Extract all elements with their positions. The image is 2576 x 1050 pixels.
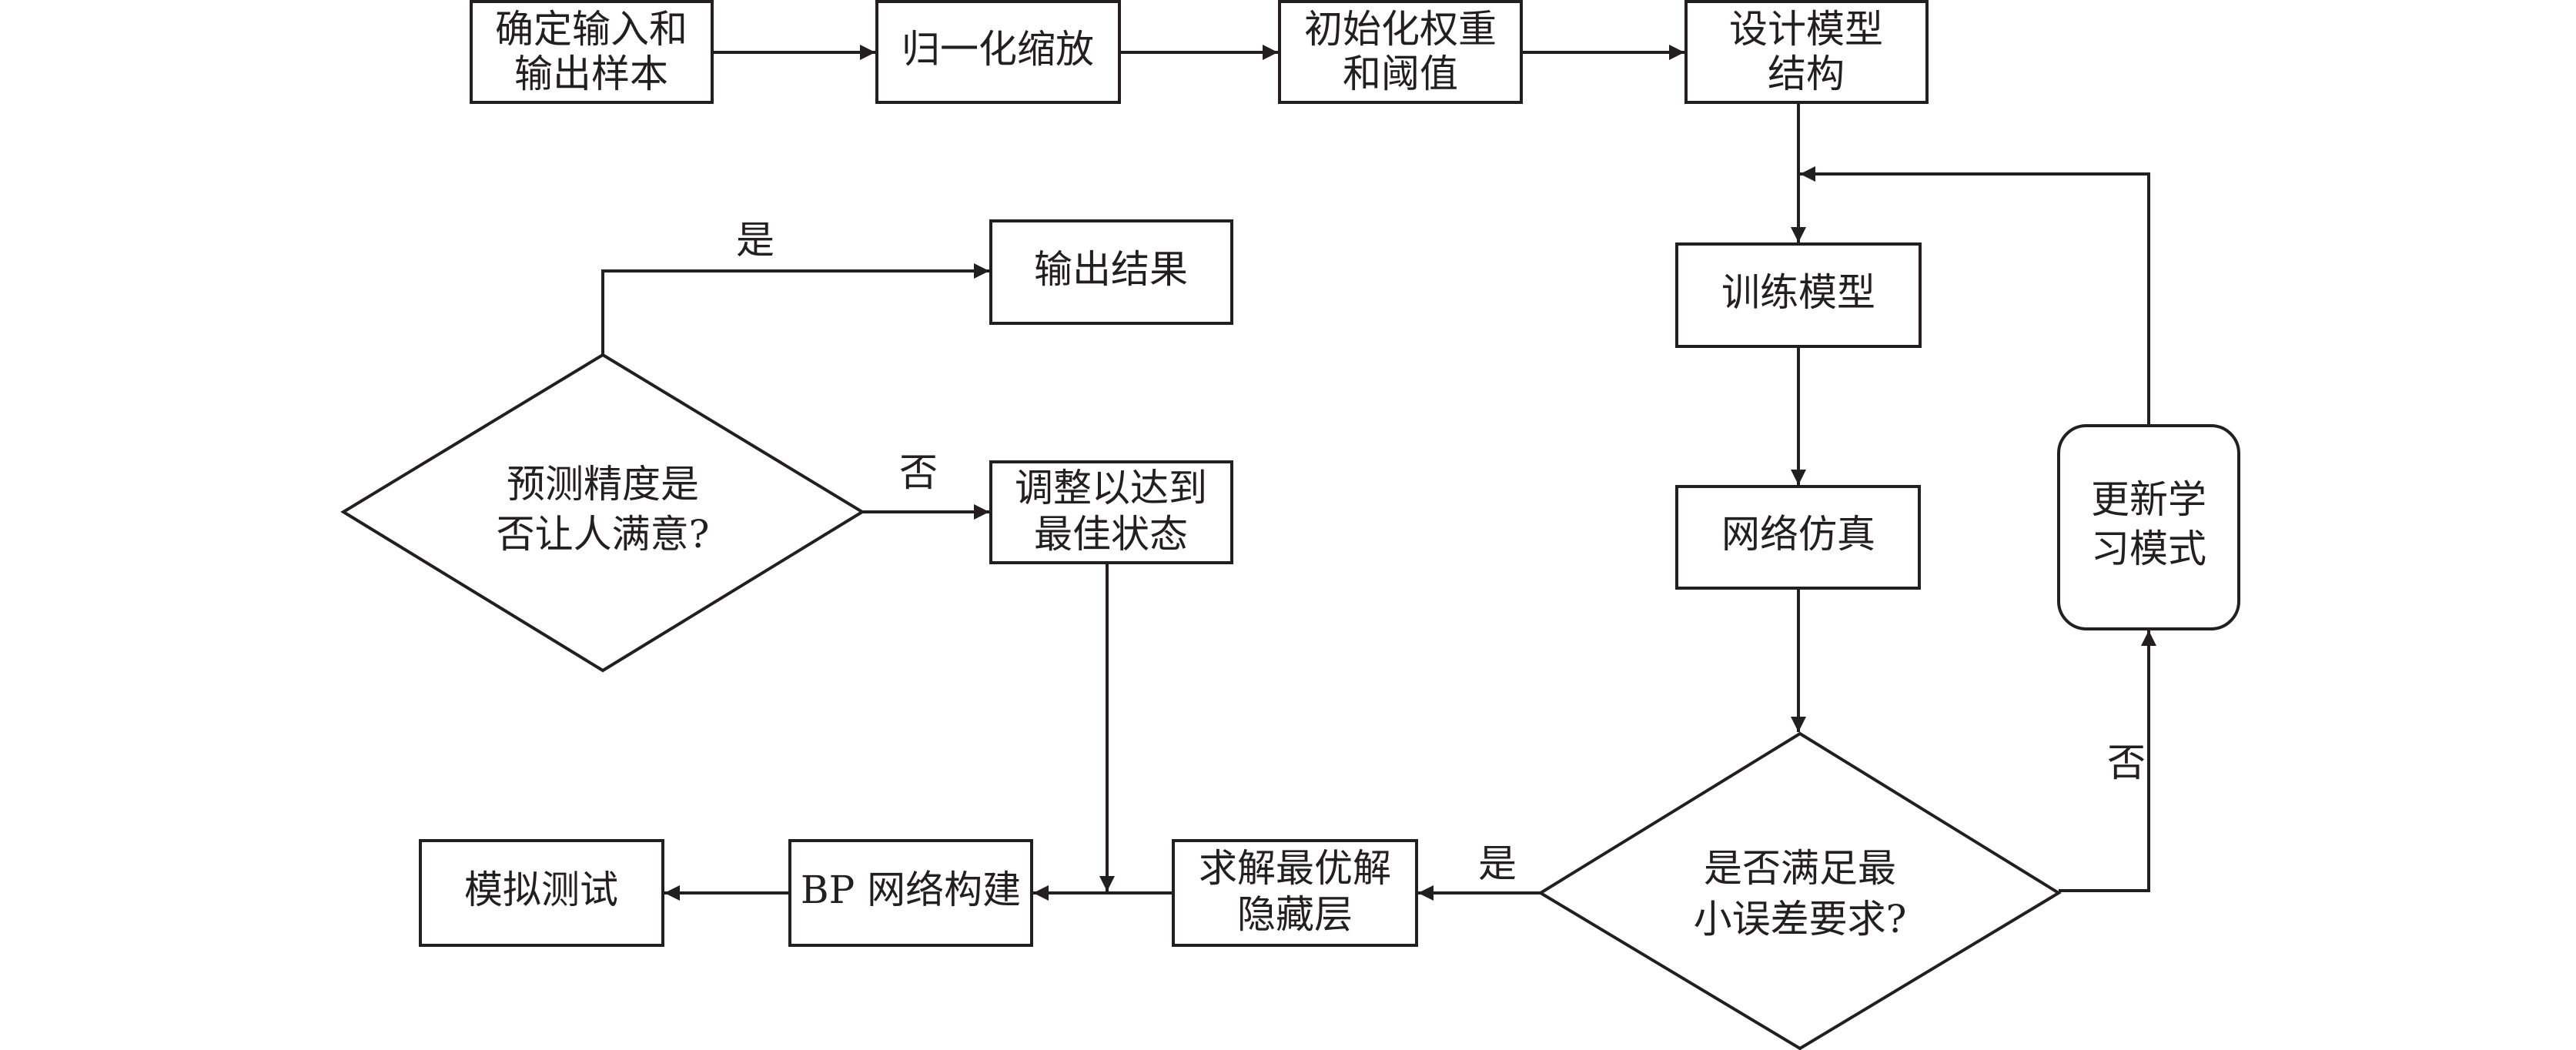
node-label-line: 模拟测试 xyxy=(464,868,618,912)
node-label-line: 初始化权重 xyxy=(1304,7,1497,52)
node-bp-network-build: BP 网络构建 xyxy=(788,839,1033,947)
node-label-line: 是否满足最 xyxy=(1704,846,1896,891)
edge-label-accuracy-no: 否 xyxy=(899,450,938,495)
edges xyxy=(601,45,2156,901)
edge-label-min-error-no: 否 xyxy=(2107,741,2146,785)
node-label-line: 确定输入和 xyxy=(495,7,687,52)
node-label-line: 隐藏层 xyxy=(1237,892,1353,937)
node-label-line: 网络仿真 xyxy=(1721,512,1875,557)
node-adjust-optimal-state: 调整以达到 最佳状态 xyxy=(989,460,1233,564)
node-label-line: BP 网络构建 xyxy=(801,868,1021,912)
node-init-weights-thresholds: 初始化权重 和阈值 xyxy=(1278,0,1523,104)
node-simulation-test: 模拟测试 xyxy=(419,839,664,947)
edge-update-to-train-loop xyxy=(1800,166,2150,426)
node-label-line: 否让人满意? xyxy=(497,512,710,557)
node-label-line: 调整以达到 xyxy=(1015,466,1207,510)
edge-label-min-error-yes: 是 xyxy=(1478,841,1517,886)
node-output-result: 输出结果 xyxy=(989,219,1233,325)
node-label-line: 更新学 xyxy=(2091,477,2206,522)
node-label-line: 预测精度是 xyxy=(507,462,699,507)
node-label-line: 训练模型 xyxy=(1721,270,1875,315)
node-solve-optimal-hidden-layer: 求解最优解 隐藏层 xyxy=(1172,839,1418,947)
node-label-line: 输出结果 xyxy=(1034,247,1188,292)
node-label-line: 最佳状态 xyxy=(1034,512,1188,557)
node-label-line: 习模式 xyxy=(2091,527,2206,571)
edge-accuracy-yes-to-output xyxy=(601,263,989,355)
node-train-model: 训练模型 xyxy=(1675,242,1922,348)
node-label-line: 设计模型 xyxy=(1729,7,1883,52)
node-label-line: 归一化缩放 xyxy=(902,27,1094,72)
node-design-model-structure: 设计模型 结构 xyxy=(1684,0,1929,104)
node-min-error-check: 是否满足最 小误差要求? xyxy=(1537,731,2062,1050)
node-accuracy-check: 预测精度是 否让人满意? xyxy=(340,353,865,673)
node-label-line: 和阈值 xyxy=(1343,52,1458,96)
node-input-output-samples: 确定输入和 输出样本 xyxy=(470,0,714,104)
edge-check-no-to-update xyxy=(2059,630,2156,892)
node-label-line: 结构 xyxy=(1768,52,1845,96)
node-label-line: 求解最优解 xyxy=(1199,846,1391,891)
node-update-learning-mode: 更新学 习模式 xyxy=(2057,424,2240,630)
edge-label-accuracy-yes: 是 xyxy=(736,218,774,262)
node-normalize-scale: 归一化缩放 xyxy=(875,0,1121,104)
node-label-line: 小误差要求? xyxy=(1694,897,1907,941)
node-network-simulation: 网络仿真 xyxy=(1675,485,1921,590)
node-label-line: 输出样本 xyxy=(514,52,668,96)
